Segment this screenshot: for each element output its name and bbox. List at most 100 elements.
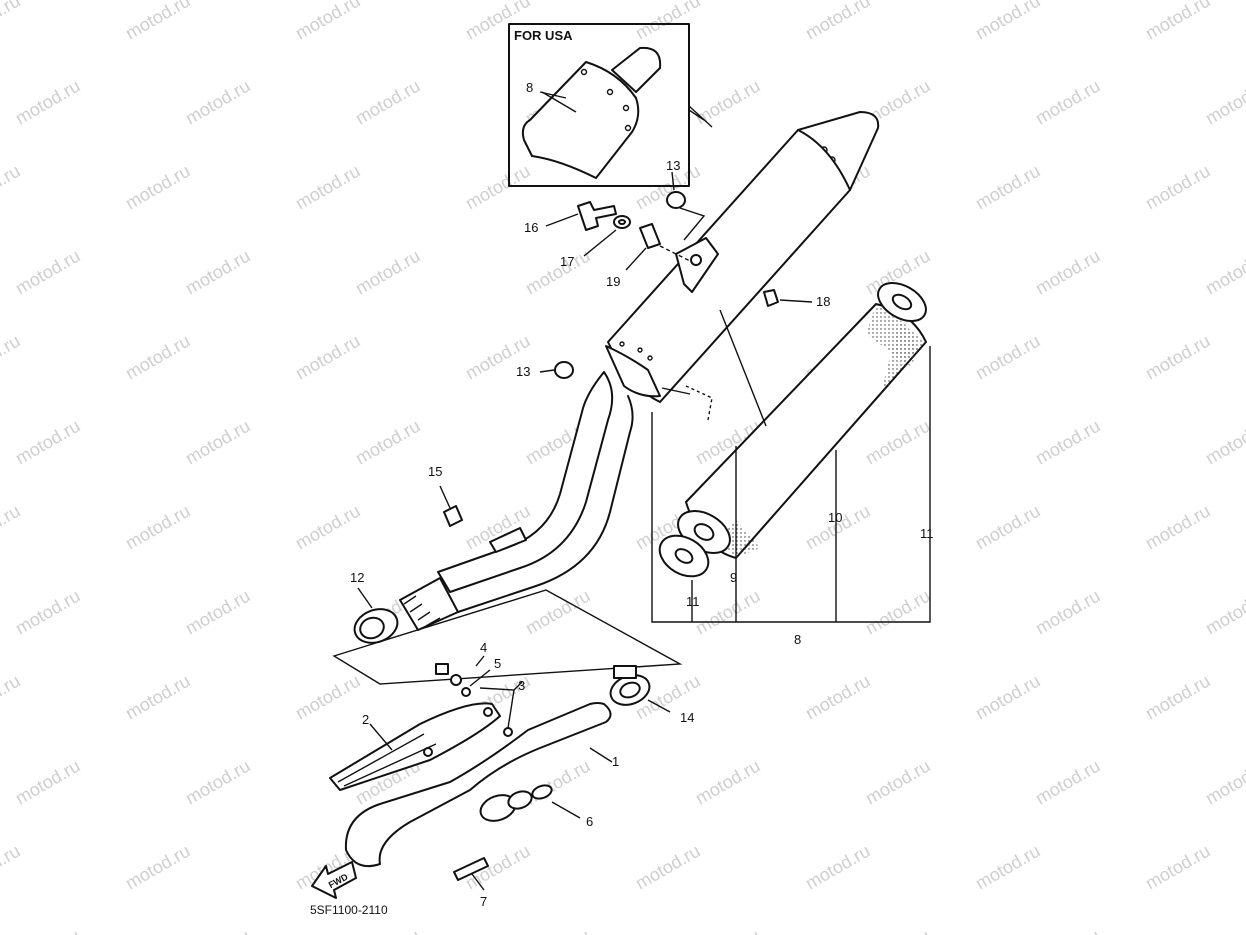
- callout-12: 12: [350, 570, 364, 585]
- watermark-text: motod.ru: [972, 671, 1044, 724]
- callout-labels: 8 13 16 17 19 18 13 15 12 10 11 9 11 8 4…: [350, 80, 934, 909]
- silencer-end-cap-right: [877, 282, 927, 322]
- diagram-code: 5SF1100-2110: [310, 903, 388, 917]
- watermark-text: motod.ru: [692, 926, 764, 935]
- washer-17: [613, 215, 631, 229]
- callout-8-bottom: 8: [794, 632, 801, 647]
- watermark-text: motod.ru: [632, 841, 704, 894]
- callout-5: 5: [494, 656, 501, 671]
- watermark-text: motod.ru: [1202, 416, 1246, 469]
- watermark-text: motod.ru: [182, 76, 254, 129]
- watermark-text: motod.ru: [12, 756, 84, 809]
- inset-title: FOR USA: [514, 28, 573, 43]
- watermark-text: motod.ru: [0, 161, 24, 214]
- watermark-text: motod.ru: [1032, 756, 1104, 809]
- callout-7: 7: [480, 894, 487, 909]
- watermark-text: motod.ru: [0, 841, 24, 894]
- bolt-18: [763, 289, 779, 307]
- watermark-text: motod.ru: [1202, 586, 1246, 639]
- watermark-text: motod.ru: [1032, 246, 1104, 299]
- watermark-text: motod.ru: [122, 671, 194, 724]
- watermark-text: motod.ru: [1142, 0, 1214, 43]
- watermark-text: motod.ru: [352, 416, 424, 469]
- collar-3b: [503, 727, 513, 737]
- watermark-text: motod.ru: [122, 331, 194, 384]
- watermark-text: motod.ru: [0, 501, 24, 554]
- watermark-text: motod.ru: [802, 501, 874, 554]
- watermark-text: motod.ru: [182, 926, 254, 935]
- watermark-text: motod.ru: [692, 586, 764, 639]
- callout-18: 18: [816, 294, 830, 309]
- silencer-end-cap-b: [658, 534, 710, 578]
- silencer-outer-assembly: [651, 282, 931, 623]
- callout-19: 19: [606, 274, 620, 289]
- watermark-text: motod.ru: [972, 161, 1044, 214]
- muffler-end-cone: [797, 111, 880, 193]
- watermark-text: motod.ru: [802, 671, 874, 724]
- inset-pointer: [688, 105, 713, 128]
- watermark-text: motod.ru: [1202, 756, 1246, 809]
- watermark-text: motod.ru: [122, 501, 194, 554]
- bolt-15: [443, 505, 463, 527]
- watermark-text: motod.ru: [182, 586, 254, 639]
- leader-lines: [357, 91, 813, 891]
- bolt-16: [577, 201, 617, 231]
- callout-13-mid: 13: [516, 364, 530, 379]
- watermark-text: motod.ru: [972, 331, 1044, 384]
- watermark-text: motod.ru: [1142, 501, 1214, 554]
- watermark-text: motod.ru: [0, 671, 24, 724]
- watermark-text: motod.ru: [972, 0, 1044, 43]
- watermark-text: motod.ru: [802, 841, 874, 894]
- callout-16: 16: [524, 220, 538, 235]
- watermark-text: motod.ru: [122, 0, 194, 43]
- watermark-text: motod.ru: [802, 0, 874, 43]
- watermark-text: motod.ru: [862, 586, 934, 639]
- watermark-text: motod.ru: [522, 756, 594, 809]
- watermark-text: motod.ru: [692, 76, 764, 129]
- watermark-text: motod.ru: [632, 0, 704, 43]
- muffler-assembly: [605, 111, 880, 403]
- inset-silencer-cap: [521, 61, 640, 179]
- middle-pipe-assembly: [332, 371, 683, 685]
- watermark-text: motod.ru: [0, 331, 24, 384]
- pipe-tab: [489, 527, 527, 553]
- watermark-text: motod.ru: [1032, 416, 1104, 469]
- watermark-text: motod.ru: [352, 246, 424, 299]
- watermark-text: motod.ru: [972, 841, 1044, 894]
- watermark-text: motod.ru: [352, 926, 424, 935]
- watermark-text: motod.ru: [12, 926, 84, 935]
- slotted-pipe-end: [399, 577, 459, 631]
- watermark-text: motod.ru: [522, 246, 594, 299]
- callout-15: 15: [428, 464, 442, 479]
- watermark-text: motod.ru: [182, 416, 254, 469]
- callout-17: 17: [560, 254, 574, 269]
- callout-11-right: 11: [920, 526, 934, 541]
- watermark-text: motod.ru: [1142, 161, 1214, 214]
- exhaust-pipe-1: [329, 663, 651, 881]
- group-bracket-8: [651, 346, 931, 623]
- watermark-text: motod.ru: [1032, 926, 1104, 935]
- fwd-arrow: FWD: [311, 861, 357, 899]
- callout-9: 9: [730, 570, 737, 585]
- watermark-text: motod.ru: [522, 926, 594, 935]
- callout-2: 2: [362, 712, 369, 727]
- bolt-4: [435, 663, 449, 675]
- inset-frame: [508, 23, 690, 187]
- watermark-text: motod.ru: [12, 76, 84, 129]
- watermark-text: motod.ru: [462, 161, 534, 214]
- watermark-text: motod.ru: [182, 756, 254, 809]
- collar-19: [639, 223, 661, 249]
- watermark-text: motod.ru: [122, 161, 194, 214]
- watermark-text: motod.ru: [292, 671, 364, 724]
- fwd-arrow-shape: [311, 861, 357, 899]
- callout-6: 6: [586, 814, 593, 829]
- callout-1: 1: [612, 754, 619, 769]
- watermark-text: motod.ru: [182, 246, 254, 299]
- inset-pipe: [611, 46, 662, 93]
- watermark-text: motod.ru: [1032, 586, 1104, 639]
- watermark-text: motod.ru: [352, 76, 424, 129]
- watermark-text: motod.ru: [862, 926, 934, 935]
- middle-pipe: [437, 371, 614, 593]
- watermark-text: motod.ru: [1142, 841, 1214, 894]
